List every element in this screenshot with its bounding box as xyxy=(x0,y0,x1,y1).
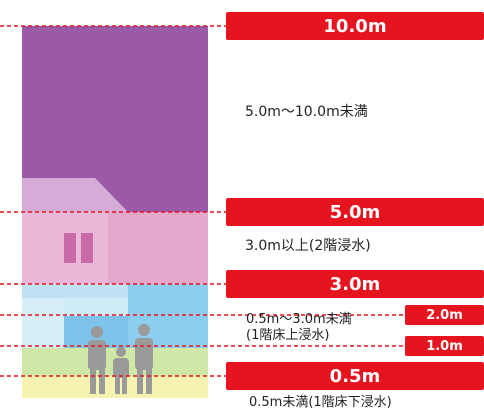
badge-10m: 10.0m xyxy=(226,12,484,40)
awning xyxy=(22,284,145,298)
window-left xyxy=(64,233,76,263)
range-label-0-5m-3m: 0.5m〜3.0m未満 xyxy=(246,312,352,327)
range-label-1st-floor-above: (1階床上浸水) xyxy=(246,328,330,343)
house-roof xyxy=(22,178,128,212)
range-label-3m-plus: 3.0m以上(2階浸水) xyxy=(245,238,371,254)
badge-3m: 3.0m xyxy=(226,270,484,298)
badge-0-5m: 0.5m xyxy=(226,362,484,390)
house-illustration xyxy=(22,178,208,398)
window-right xyxy=(81,233,93,263)
badge-2m: 2.0m xyxy=(405,305,484,325)
badge-1m: 1.0m xyxy=(405,336,484,356)
badge-5m: 5.0m xyxy=(226,198,484,226)
depth-lines xyxy=(0,25,405,377)
range-label-below-0-5m: 0.5m未満(1階床下浸水) xyxy=(249,395,392,410)
range-label-5m-10m: 5.0m〜10.0m未満 xyxy=(245,104,368,120)
house-upper-wall-right xyxy=(108,212,208,284)
